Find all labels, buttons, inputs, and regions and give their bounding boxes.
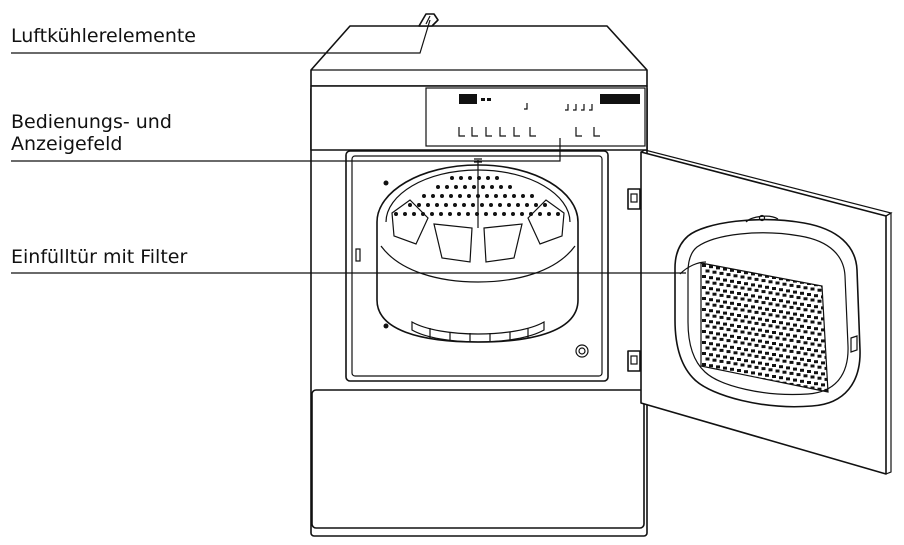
plinth-panel xyxy=(311,389,645,529)
hinges xyxy=(627,188,641,372)
display-left xyxy=(459,94,477,104)
label-air-cooler-text: Luftkühlerelemente xyxy=(11,25,196,47)
drum-lint-slots xyxy=(411,320,545,343)
filter-mesh xyxy=(702,264,828,392)
label-loading-door-text: Einfülltür mit Filter xyxy=(11,246,188,268)
label-control-panel: Bedienungs- und Anzeigefeld xyxy=(11,111,172,155)
drum xyxy=(376,158,579,343)
label-control-panel-line1: Bedienungs- und xyxy=(11,111,172,133)
label-loading-door: Einfülltür mit Filter xyxy=(11,246,187,268)
display-right xyxy=(600,94,640,104)
control-panel xyxy=(310,85,648,151)
drum-perforation xyxy=(394,176,560,216)
label-control-panel-line2: Anzeigefeld xyxy=(11,133,123,155)
open-door xyxy=(640,149,893,475)
panel-buttons xyxy=(458,127,600,137)
air-cooler-element xyxy=(418,13,439,27)
top-lid xyxy=(310,25,648,87)
label-air-cooler-elements: Luftkühlerelemente xyxy=(11,25,196,47)
leader-lines xyxy=(11,19,686,274)
